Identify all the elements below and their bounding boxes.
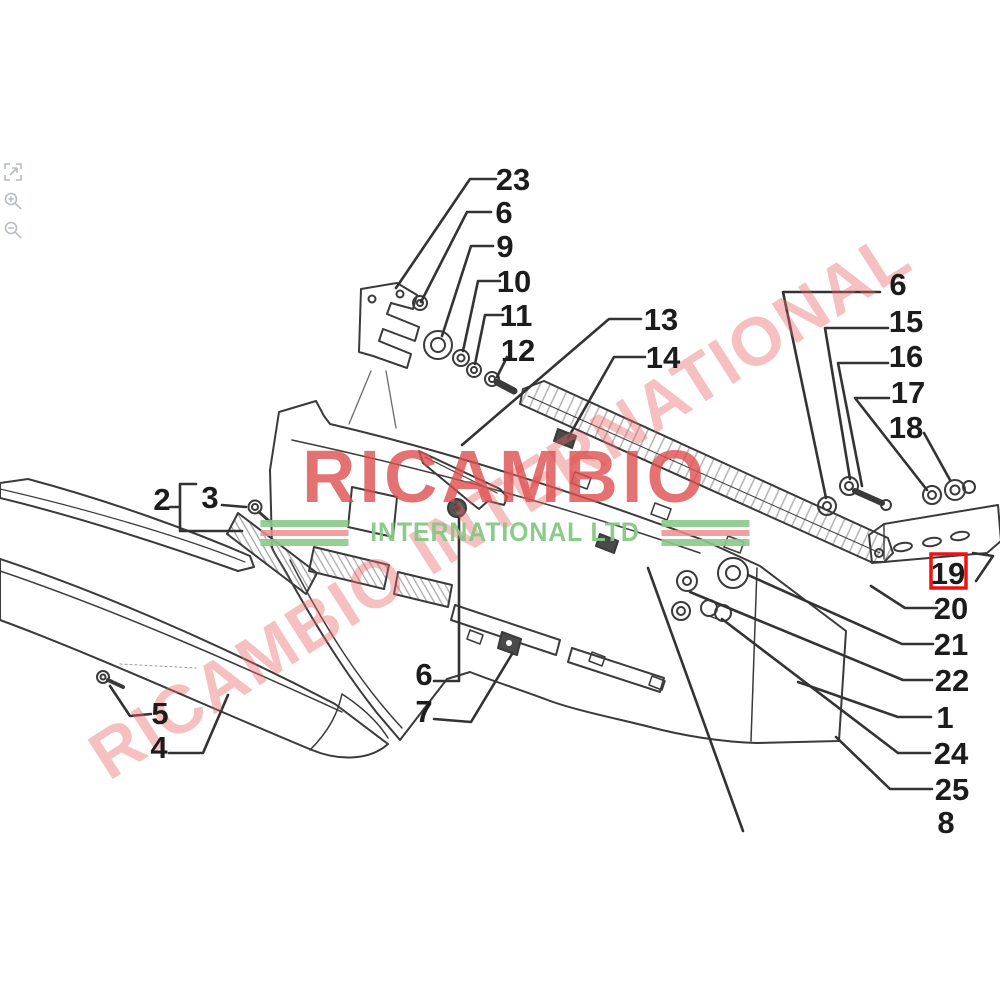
flag-bars-left xyxy=(260,519,349,546)
leader-6a xyxy=(419,210,493,304)
part-reinforcement-bar xyxy=(519,380,894,563)
callout-8: 8 xyxy=(937,805,954,840)
part-top-hardware xyxy=(412,295,518,395)
callout-23: 23 xyxy=(496,162,530,197)
part-grille-insert xyxy=(226,499,318,595)
leader-15 xyxy=(823,326,890,481)
callout-21: 21 xyxy=(934,627,968,662)
callout-6c: 6 xyxy=(415,657,432,692)
callout-20: 20 xyxy=(934,591,968,626)
callout-9: 9 xyxy=(496,229,513,264)
part-right-fasteners xyxy=(817,476,976,516)
callout-1: 1 xyxy=(936,700,953,735)
leader-21 xyxy=(746,573,935,646)
brand-watermark: RICAMBIO INTERNATIONAL LTD xyxy=(260,435,750,548)
callout-5: 5 xyxy=(151,696,168,731)
image-viewer-toolbar xyxy=(3,162,23,240)
fullscreen-icon[interactable] xyxy=(3,162,23,182)
callout-16: 16 xyxy=(889,339,923,374)
callout-13: 13 xyxy=(644,302,678,337)
callout-18: 18 xyxy=(889,410,923,445)
leader-1 xyxy=(796,680,933,719)
leader-5 xyxy=(108,684,153,718)
flag-bars-right xyxy=(661,519,750,546)
callout-24: 24 xyxy=(934,736,969,771)
leader-17 xyxy=(853,396,929,492)
callout-6b: 6 xyxy=(889,267,906,302)
brand-watermark-title: RICAMBIO xyxy=(301,435,709,518)
leader-2-bracket xyxy=(168,482,244,533)
part-main-bumper xyxy=(119,400,847,744)
part-nut-and-clip xyxy=(447,498,522,656)
callout-3: 3 xyxy=(201,480,218,515)
leader-14 xyxy=(566,355,647,440)
zoom-out-icon[interactable] xyxy=(3,220,23,240)
callout-14: 14 xyxy=(646,340,681,375)
brand-watermark-subtitle: INTERNATIONAL LTD xyxy=(370,517,640,547)
leader-20 xyxy=(869,584,939,610)
callout-25: 25 xyxy=(935,772,969,807)
leader-16 xyxy=(836,361,890,488)
callout-15: 15 xyxy=(889,304,923,339)
leader-23 xyxy=(394,177,498,290)
callout-6a: 6 xyxy=(495,195,512,230)
leader-6b xyxy=(781,290,882,500)
part-spoiler xyxy=(0,478,389,759)
leader-25 xyxy=(834,735,934,791)
callout-22: 22 xyxy=(935,663,969,698)
callout-17: 17 xyxy=(891,375,925,410)
leader-24 xyxy=(720,617,932,755)
leader-18 xyxy=(922,431,952,482)
leader-22 xyxy=(688,590,934,682)
callout-19-highlighted: 19 xyxy=(931,556,965,591)
leader-6c xyxy=(432,514,461,683)
callout-10: 10 xyxy=(497,264,531,299)
leader-4 xyxy=(167,693,230,755)
callout-11: 11 xyxy=(500,298,533,333)
leader-9 xyxy=(440,244,495,338)
callout-2: 2 xyxy=(153,482,170,517)
part-top-bracket-23 xyxy=(348,282,420,429)
zoom-in-icon[interactable] xyxy=(3,191,23,211)
leader-8 xyxy=(646,566,745,833)
highlight-box-19 xyxy=(929,552,968,590)
part-side-bracket-19 xyxy=(868,504,1000,564)
callout-7: 7 xyxy=(415,694,432,729)
callout-4: 4 xyxy=(150,730,168,765)
callout-12: 12 xyxy=(501,333,535,368)
leader-7 xyxy=(432,652,514,724)
leader-19 xyxy=(971,551,995,583)
leader-11 xyxy=(473,313,505,366)
leader-12 xyxy=(495,355,509,379)
callout-leader-lines xyxy=(108,177,995,833)
leader-3 xyxy=(220,503,248,509)
leader-13 xyxy=(460,317,643,447)
leader-10 xyxy=(461,279,502,353)
